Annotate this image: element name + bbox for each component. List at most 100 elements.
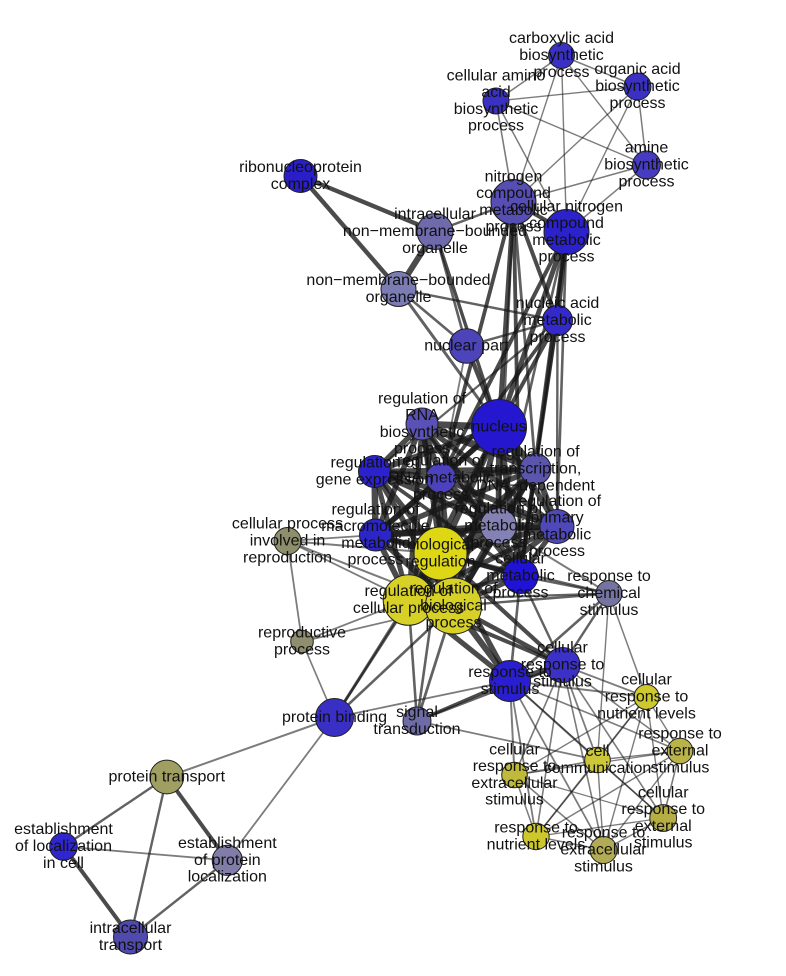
- svg-text:organic acid: organic acid: [594, 61, 680, 78]
- svg-text:nuclear part: nuclear part: [424, 338, 509, 355]
- svg-text:process: process: [347, 552, 403, 569]
- svg-text:stimulus: stimulus: [574, 858, 633, 875]
- svg-text:process: process: [470, 534, 526, 551]
- svg-text:stimulus: stimulus: [580, 602, 639, 619]
- svg-text:extracellular: extracellular: [471, 775, 558, 792]
- svg-text:organelle: organelle: [366, 289, 432, 306]
- svg-text:of localization: of localization: [15, 838, 112, 855]
- svg-text:cellular: cellular: [495, 551, 546, 568]
- svg-text:process: process: [529, 543, 585, 560]
- svg-text:process: process: [394, 441, 450, 458]
- svg-text:DNA−dependent: DNA−dependent: [476, 477, 595, 494]
- svg-text:process: process: [274, 641, 330, 658]
- svg-text:biological: biological: [420, 598, 487, 615]
- svg-text:non−membrane−bounded: non−membrane−bounded: [306, 272, 490, 289]
- svg-text:process: process: [413, 486, 469, 503]
- svg-text:external: external: [652, 743, 709, 760]
- svg-text:complex: complex: [271, 176, 331, 193]
- svg-text:nucleic acid: nucleic acid: [516, 295, 600, 312]
- svg-text:biosynthetic: biosynthetic: [519, 47, 604, 64]
- svg-text:metabolic: metabolic: [486, 568, 554, 585]
- svg-text:signal: signal: [396, 704, 438, 721]
- svg-text:process: process: [425, 614, 481, 631]
- svg-text:amine: amine: [625, 140, 669, 157]
- svg-text:involved in: involved in: [250, 533, 326, 550]
- svg-text:transduction: transduction: [373, 721, 460, 738]
- svg-text:cellular: cellular: [621, 672, 672, 689]
- svg-text:stimulus: stimulus: [651, 759, 710, 776]
- svg-text:non−membrane−bounded: non−membrane−bounded: [343, 223, 527, 240]
- svg-text:metabolic: metabolic: [479, 202, 547, 219]
- svg-text:regulation of: regulation of: [378, 390, 467, 407]
- svg-text:regulation of: regulation of: [330, 455, 419, 472]
- svg-text:response to: response to: [562, 825, 646, 842]
- svg-text:response to: response to: [494, 820, 578, 837]
- svg-text:metabolic: metabolic: [523, 312, 591, 329]
- svg-text:cellular nitrogen: cellular nitrogen: [510, 198, 623, 215]
- svg-text:stimulus: stimulus: [485, 792, 544, 809]
- svg-text:carboxylic acid: carboxylic acid: [509, 30, 614, 47]
- svg-text:chemical: chemical: [577, 585, 640, 602]
- svg-text:response to: response to: [638, 726, 722, 743]
- svg-text:process: process: [492, 584, 548, 601]
- svg-text:cellular process: cellular process: [353, 600, 464, 617]
- svg-text:process: process: [485, 219, 541, 236]
- svg-text:protein binding: protein binding: [282, 709, 387, 726]
- svg-text:RNA metabolic: RNA metabolic: [388, 470, 494, 487]
- svg-text:biosynthetic: biosynthetic: [454, 101, 539, 118]
- svg-text:regulation of: regulation of: [397, 453, 486, 470]
- svg-text:biosynthetic: biosynthetic: [604, 157, 689, 174]
- svg-text:gene expression: gene expression: [316, 471, 433, 488]
- svg-text:nucleus: nucleus: [471, 419, 526, 436]
- svg-text:intracellular: intracellular: [394, 206, 476, 223]
- svg-text:cell: cell: [585, 743, 609, 760]
- svg-text:regulation of: regulation of: [491, 444, 580, 461]
- svg-text:process: process: [529, 329, 585, 346]
- svg-text:regulation of: regulation of: [454, 501, 543, 518]
- svg-text:metabolic: metabolic: [532, 232, 600, 249]
- svg-text:biosynthetic: biosynthetic: [380, 424, 465, 441]
- svg-text:regulation of: regulation of: [364, 583, 453, 600]
- svg-text:process: process: [618, 173, 674, 190]
- svg-text:response to: response to: [468, 664, 552, 681]
- svg-text:reproduction: reproduction: [243, 549, 332, 566]
- svg-text:nutrient levels: nutrient levels: [487, 836, 586, 853]
- svg-text:organelle: organelle: [402, 240, 468, 257]
- svg-text:compound: compound: [529, 215, 604, 232]
- svg-text:RNA: RNA: [405, 407, 439, 424]
- svg-text:process: process: [609, 95, 665, 112]
- svg-text:nitrogen: nitrogen: [485, 168, 543, 185]
- svg-text:process: process: [533, 64, 589, 81]
- svg-text:regulation of: regulation of: [409, 581, 498, 598]
- svg-text:regulation of: regulation of: [331, 501, 420, 518]
- svg-text:intracellular: intracellular: [90, 920, 172, 937]
- svg-text:response to: response to: [521, 657, 605, 674]
- svg-text:in cell: in cell: [43, 855, 84, 872]
- svg-text:external: external: [635, 818, 692, 835]
- svg-text:biosynthetic: biosynthetic: [595, 78, 680, 95]
- svg-text:metabolic: metabolic: [464, 518, 532, 535]
- svg-text:compound: compound: [476, 185, 551, 202]
- svg-text:response to: response to: [621, 801, 705, 818]
- svg-text:localization: localization: [188, 869, 267, 886]
- svg-text:primary: primary: [530, 510, 583, 527]
- svg-text:process: process: [468, 118, 524, 135]
- svg-text:establishment: establishment: [14, 821, 113, 838]
- svg-text:cellular amino: cellular amino: [447, 67, 546, 84]
- svg-text:response to: response to: [605, 689, 689, 706]
- svg-text:cellular process: cellular process: [232, 516, 343, 533]
- svg-text:extracellular: extracellular: [560, 842, 647, 859]
- svg-text:communication: communication: [544, 760, 652, 777]
- svg-text:transcription,: transcription,: [490, 461, 582, 478]
- svg-text:metabolic: metabolic: [341, 535, 409, 552]
- svg-text:protein transport: protein transport: [109, 769, 226, 786]
- svg-text:macromolecule: macromolecule: [321, 518, 430, 535]
- svg-text:acid: acid: [481, 84, 510, 101]
- svg-text:establishment: establishment: [178, 835, 277, 852]
- svg-text:reproductive: reproductive: [258, 625, 346, 642]
- svg-text:response to: response to: [473, 758, 557, 775]
- svg-text:regulation: regulation: [405, 553, 475, 570]
- svg-text:cellular: cellular: [489, 741, 540, 758]
- svg-text:biological: biological: [407, 537, 474, 554]
- svg-text:cellular: cellular: [638, 784, 689, 801]
